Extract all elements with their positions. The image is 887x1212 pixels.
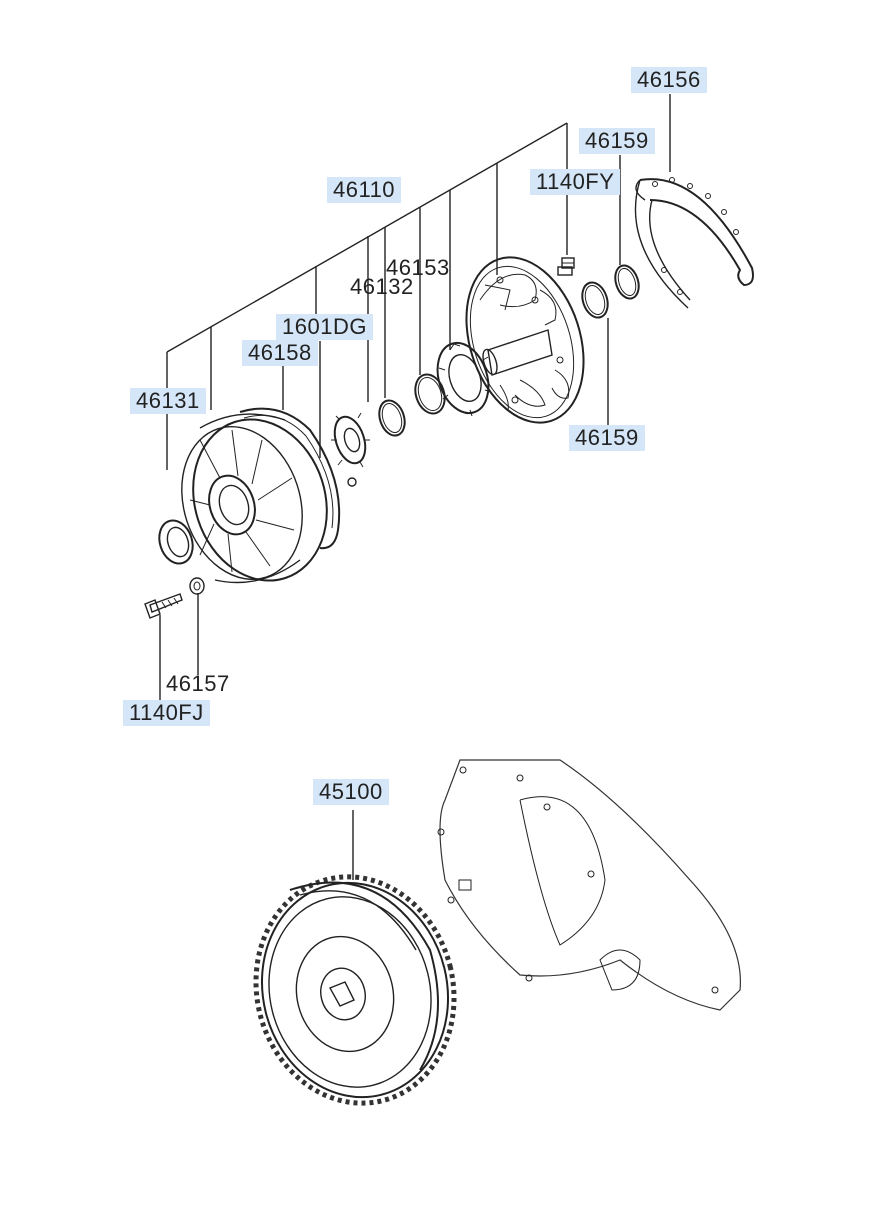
bolt-1140fy [557,257,575,276]
oil-seal [158,519,194,565]
torque-converter-45100 [253,874,457,1106]
label-46131: 46131 [130,388,206,414]
label-46157: 46157 [166,671,230,696]
o-ring-46159-top [614,264,640,300]
steel-ball-1601dg [347,477,357,487]
seal-ring-46132 [378,399,406,437]
label-46159-bottom: 46159 [569,425,645,451]
washer-46157 [189,577,205,595]
label-46159-top: 46159 [579,128,655,154]
snap-ring-46156 [634,177,754,309]
label-46158: 46158 [242,340,318,366]
bolt-1140fj [144,593,183,619]
label-1601dg: 1601DG [276,314,373,340]
inner-gear [331,412,370,468]
pump-body-46131 [181,413,328,584]
converter-housing [437,759,742,1011]
pump-cover-46110 [465,256,585,424]
o-ring-small [414,373,446,415]
label-46153: 46153 [386,255,450,280]
outer-gear-46153 [436,341,492,417]
label-46156: 46156 [631,67,707,93]
label-1140fy: 1140FY [530,169,621,195]
label-45100: 45100 [313,779,389,805]
label-1140fj: 1140FJ [123,700,210,726]
o-ring-46159-bottom [581,281,609,319]
label-46110: 46110 [327,177,402,203]
gasket-46158 [239,407,341,550]
label-46132: 46132 [350,274,414,299]
